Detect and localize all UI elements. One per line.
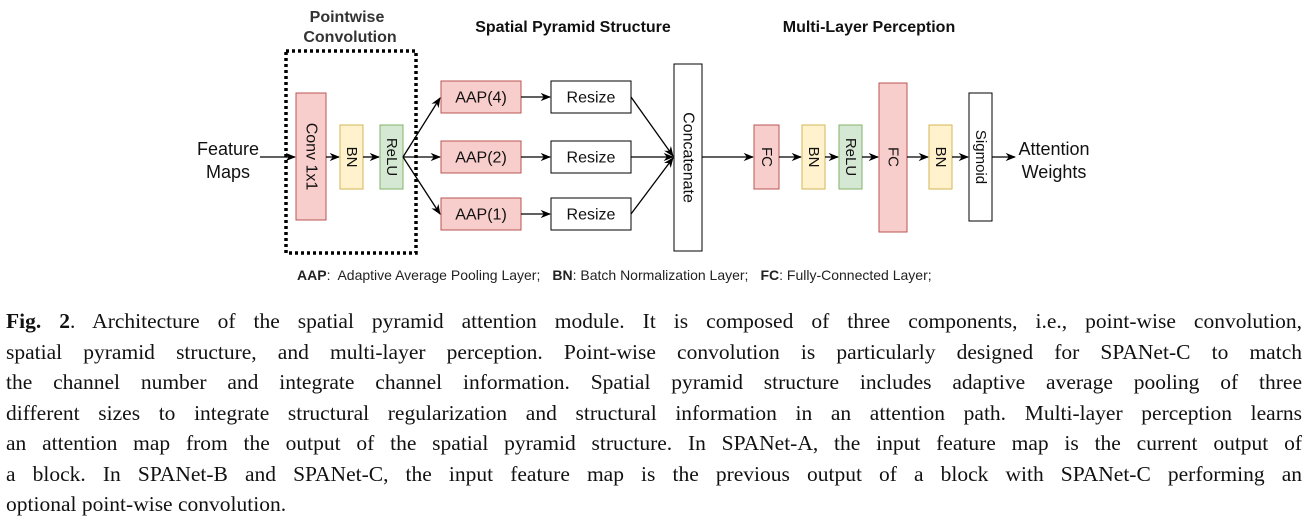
legend-bn-abbr: BN xyxy=(552,267,572,283)
aap1-label: AAP(1) xyxy=(455,207,507,224)
arrow-resize3-to-concat xyxy=(630,157,674,215)
architecture-diagram: Pointwise Convolution Spatial Pyramid St… xyxy=(197,9,1090,283)
mlp-bn1-label: BN xyxy=(805,147,822,168)
resize-label-1: Resize xyxy=(567,90,616,107)
figure-label: Fig. 2 xyxy=(6,309,70,333)
legend-aap-text: Adaptive Average Pooling Layer; xyxy=(337,267,540,283)
pointwise-title-line2: Convolution xyxy=(303,29,396,46)
mlp-fc1-label: FC xyxy=(758,147,775,167)
arrow-relu-to-aap4 xyxy=(402,97,441,158)
pointwise-title-line1: Pointwise xyxy=(310,9,385,26)
caption-line: different sizes to integrate structural … xyxy=(6,400,1302,425)
legend-bn-text: Batch Normalization Layer; xyxy=(580,267,748,283)
legend-bn-sep: : xyxy=(573,267,581,283)
input-label-line2: Maps xyxy=(206,162,250,182)
output-label-line1: Attention xyxy=(1018,139,1089,159)
legend-fc-abbr: FC xyxy=(760,267,779,283)
legend: AAP: Adaptive Average Pooling Layer;BN: … xyxy=(297,267,932,283)
resize-block-1 xyxy=(550,80,632,114)
arrow-relu-to-aap1 xyxy=(402,156,441,215)
caption-line: an attention map from the output of the … xyxy=(6,431,1302,455)
mlp-title: Multi-Layer Perception xyxy=(783,19,955,36)
aap4-block xyxy=(440,80,522,114)
legend-aap-sep: : xyxy=(327,267,338,283)
caption-line: optional point-wise convolution. xyxy=(6,492,287,516)
mlp-fc2-label: FC xyxy=(885,147,902,167)
aap2-label: AAP(2) xyxy=(455,150,507,167)
resize-label-3: Resize xyxy=(567,207,616,224)
caption-line: a block. In SPANet-B and SPANet-C, the i… xyxy=(6,461,1302,486)
pointwise-bn-label: BN xyxy=(343,147,360,168)
pointwise-relu-label: ReLU xyxy=(383,138,400,176)
spatial-pyramid-title: Spatial Pyramid Structure xyxy=(475,19,671,36)
concatenate-label: Concatenate xyxy=(680,112,697,203)
mlp-relu-label: ReLU xyxy=(842,138,859,176)
concatenate-block xyxy=(673,63,703,252)
mlp-bn2-label: BN xyxy=(932,147,949,168)
arrow-resize1-to-concat xyxy=(630,96,674,157)
output-label-line2: Weights xyxy=(1022,162,1087,182)
caption-line: Fig. 2. Architecture of the spatial pyra… xyxy=(6,306,1302,337)
resize-label-2: Resize xyxy=(567,150,616,167)
conv1x1-label: Conv 1x1 xyxy=(303,123,320,191)
caption-line-text: . Architecture of the spatial pyramid at… xyxy=(69,309,1302,333)
figure-caption: Fig. 2. Architecture of the spatial pyra… xyxy=(6,306,1302,520)
caption-line: the channel number and integrate channel… xyxy=(6,370,1302,394)
mlp-fc1-block xyxy=(753,124,780,190)
mlp-fc2-block xyxy=(878,82,908,233)
input-label-line1: Feature xyxy=(197,139,259,159)
legend-aap-abbr: AAP xyxy=(297,267,327,283)
resize-block-3 xyxy=(550,197,632,231)
sigmoid-label: Sigmoid xyxy=(972,130,989,184)
pointwise-group-box xyxy=(284,49,418,255)
legend-fc-text: Fully-Connected Layer; xyxy=(787,267,932,283)
aap2-block xyxy=(440,140,522,174)
caption-line: spatial pyramid structure, and multi-lay… xyxy=(6,339,1302,364)
legend-fc-sep: : xyxy=(779,267,787,283)
aap4-label: AAP(4) xyxy=(455,90,507,107)
